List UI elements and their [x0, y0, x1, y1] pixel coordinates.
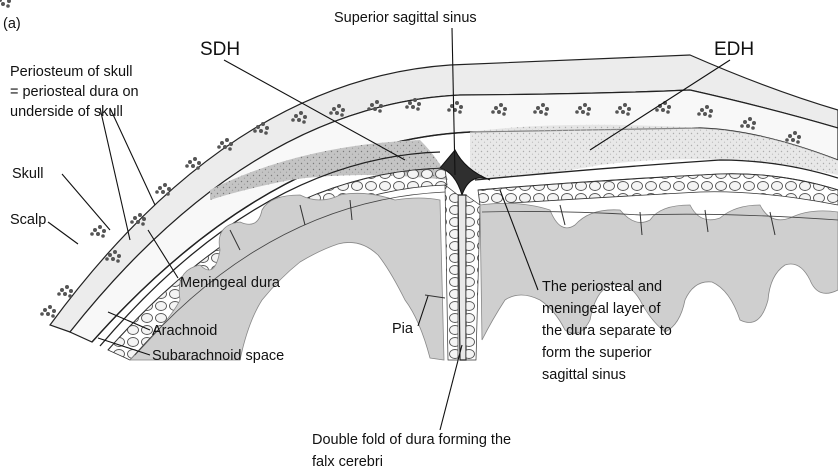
label-falx-cerebri: Double fold of dura forming the falx cer… [312, 432, 515, 470]
label-meningeal-dura: Meningeal dura [180, 275, 281, 291]
label-arachnoid: Arachnoid [152, 323, 217, 339]
falx-cerebri [458, 195, 466, 360]
label-superior-sagittal-sinus: Superior sagittal sinus [334, 10, 477, 26]
label-sinus-formation: The periosteal and meningeal layer of th… [542, 279, 676, 383]
label-subarachnoid-space: Subarachnoid space [152, 348, 284, 364]
panel-label: (a) [3, 16, 21, 32]
label-pia: Pia [392, 321, 414, 337]
label-sdh: SDH [200, 39, 240, 60]
label-periosteum: Periosteum of skull = periosteal dura on… [10, 64, 143, 120]
brain-right-hemisphere [480, 203, 838, 340]
label-skull: Skull [12, 166, 43, 182]
arachnoid-right [478, 174, 838, 205]
label-edh: EDH [714, 39, 754, 60]
label-scalp: Scalp [10, 212, 46, 228]
